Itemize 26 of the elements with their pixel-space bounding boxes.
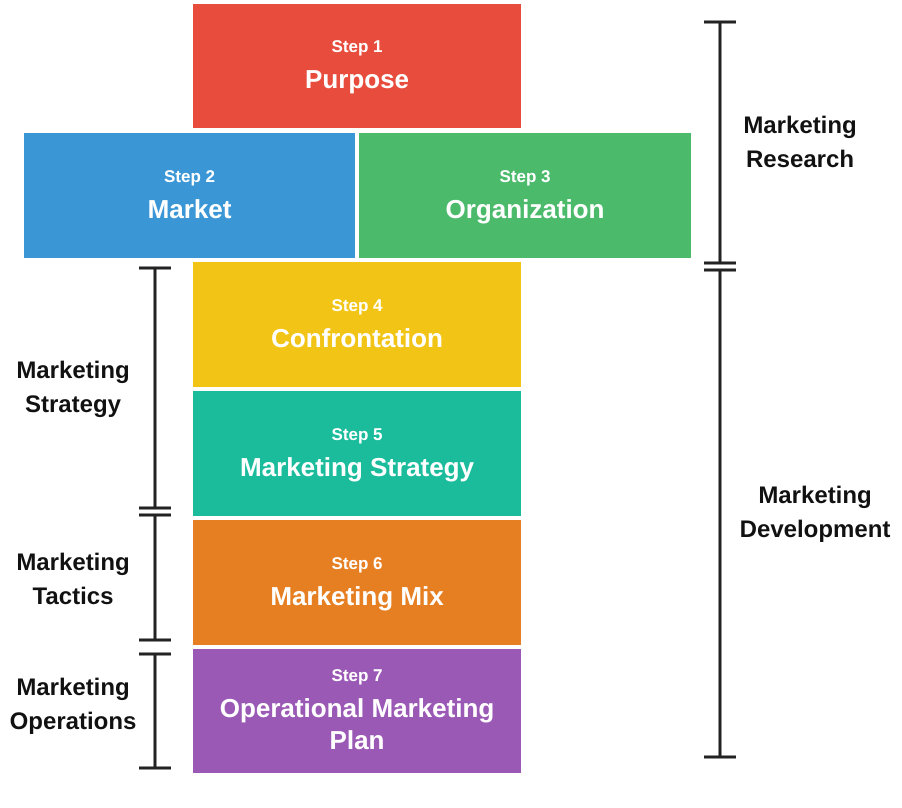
- section-label: Marketing Research: [742, 111, 858, 175]
- step-number: Step 3: [499, 166, 551, 186]
- step-number: Step 5: [331, 424, 383, 444]
- step-title: Operational Marketing Plan: [218, 692, 496, 756]
- step-title: Organization: [446, 192, 604, 224]
- step-number: Step 4: [331, 296, 383, 316]
- step-number: Step 6: [331, 554, 383, 574]
- step-number: Step 2: [164, 166, 216, 186]
- step-number: Step 1: [331, 37, 383, 57]
- section-label: Marketing Operations: [8, 673, 138, 737]
- step-title: Market: [148, 192, 232, 224]
- step-number: Step 7: [331, 666, 383, 686]
- step-title: Confrontation: [271, 322, 443, 354]
- section-label: Marketing Development: [738, 481, 892, 545]
- step-box: [193, 391, 521, 516]
- section-label: Marketing Tactics: [15, 548, 131, 612]
- step-box: [359, 133, 691, 258]
- step-title: Purpose: [304, 63, 410, 95]
- step-title: Marketing Mix: [270, 580, 444, 612]
- step-title: Marketing Strategy: [240, 450, 474, 482]
- step-box: [24, 133, 355, 258]
- step-box: [193, 262, 521, 387]
- step-box: [193, 649, 521, 773]
- step-box: [193, 520, 521, 645]
- step-box: [193, 4, 521, 128]
- section-label: Marketing Strategy: [15, 356, 131, 420]
